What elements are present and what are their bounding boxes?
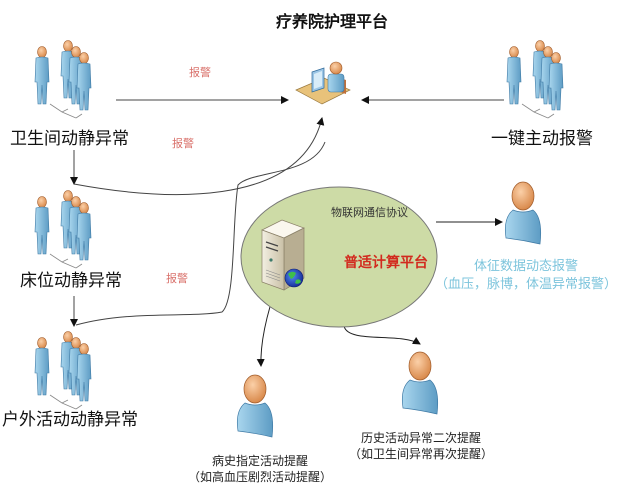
alarm-label: 报警: [166, 272, 188, 285]
group-label-one-key: 一键主动报警: [491, 129, 593, 149]
group-label-bed: 床位动静异常: [20, 271, 122, 291]
group-of-people-icon: [35, 41, 91, 119]
computing-platform-ellipse: [240, 186, 438, 328]
vitals-line2: （血压，脉博，体温异常报警）: [434, 277, 617, 292]
history-reminder-text: 病史指定活动提醒 （如高血压剧烈活动提醒）: [172, 453, 348, 485]
group-label-outdoor: 户外活动动静异常: [2, 410, 138, 430]
history-line2: （如高血压剧烈活动提醒）: [187, 470, 332, 484]
vitals-line1: 体征数据动态报警: [473, 259, 578, 274]
repeat-line1: 历史活动异常二次提醒: [360, 431, 481, 445]
vitals-alarm-text: 体征数据动态报警 （血压，脉博，体温异常报警）: [428, 258, 624, 294]
group-label-bathroom: 卫生间动静异常: [10, 129, 129, 149]
alarm-label: 报警: [189, 66, 211, 79]
person-icon: [401, 351, 439, 415]
nurse-operator-workstation-icon: [295, 61, 351, 105]
alarm-label: 报警: [172, 137, 194, 150]
person-icon: [236, 374, 274, 438]
group-of-people-icon: [507, 41, 563, 119]
person-icon: [504, 181, 542, 245]
platform-name: 普适计算平台: [344, 255, 428, 271]
curve-bed-to-nurse: [73, 117, 325, 195]
repeat-line2: （如卫生间异常再次提醒）: [348, 447, 493, 461]
repeat-reminder-text: 历史活动异常二次提醒 （如卫生间异常再次提醒）: [336, 430, 506, 462]
connectors: [70, 96, 504, 367]
page-title: 疗养院护理平台: [275, 12, 388, 31]
group-of-people-icon: [35, 191, 91, 269]
protocol-label: 物联网通信协议: [331, 206, 408, 219]
arrow-platform-to-repeat: [343, 325, 421, 345]
server-with-globe-icon: [261, 219, 305, 291]
curve-outdoor-to-nurse: [75, 141, 326, 326]
group-of-people-icon: [35, 332, 91, 410]
history-line1: 病史指定活动提醒: [211, 454, 308, 468]
